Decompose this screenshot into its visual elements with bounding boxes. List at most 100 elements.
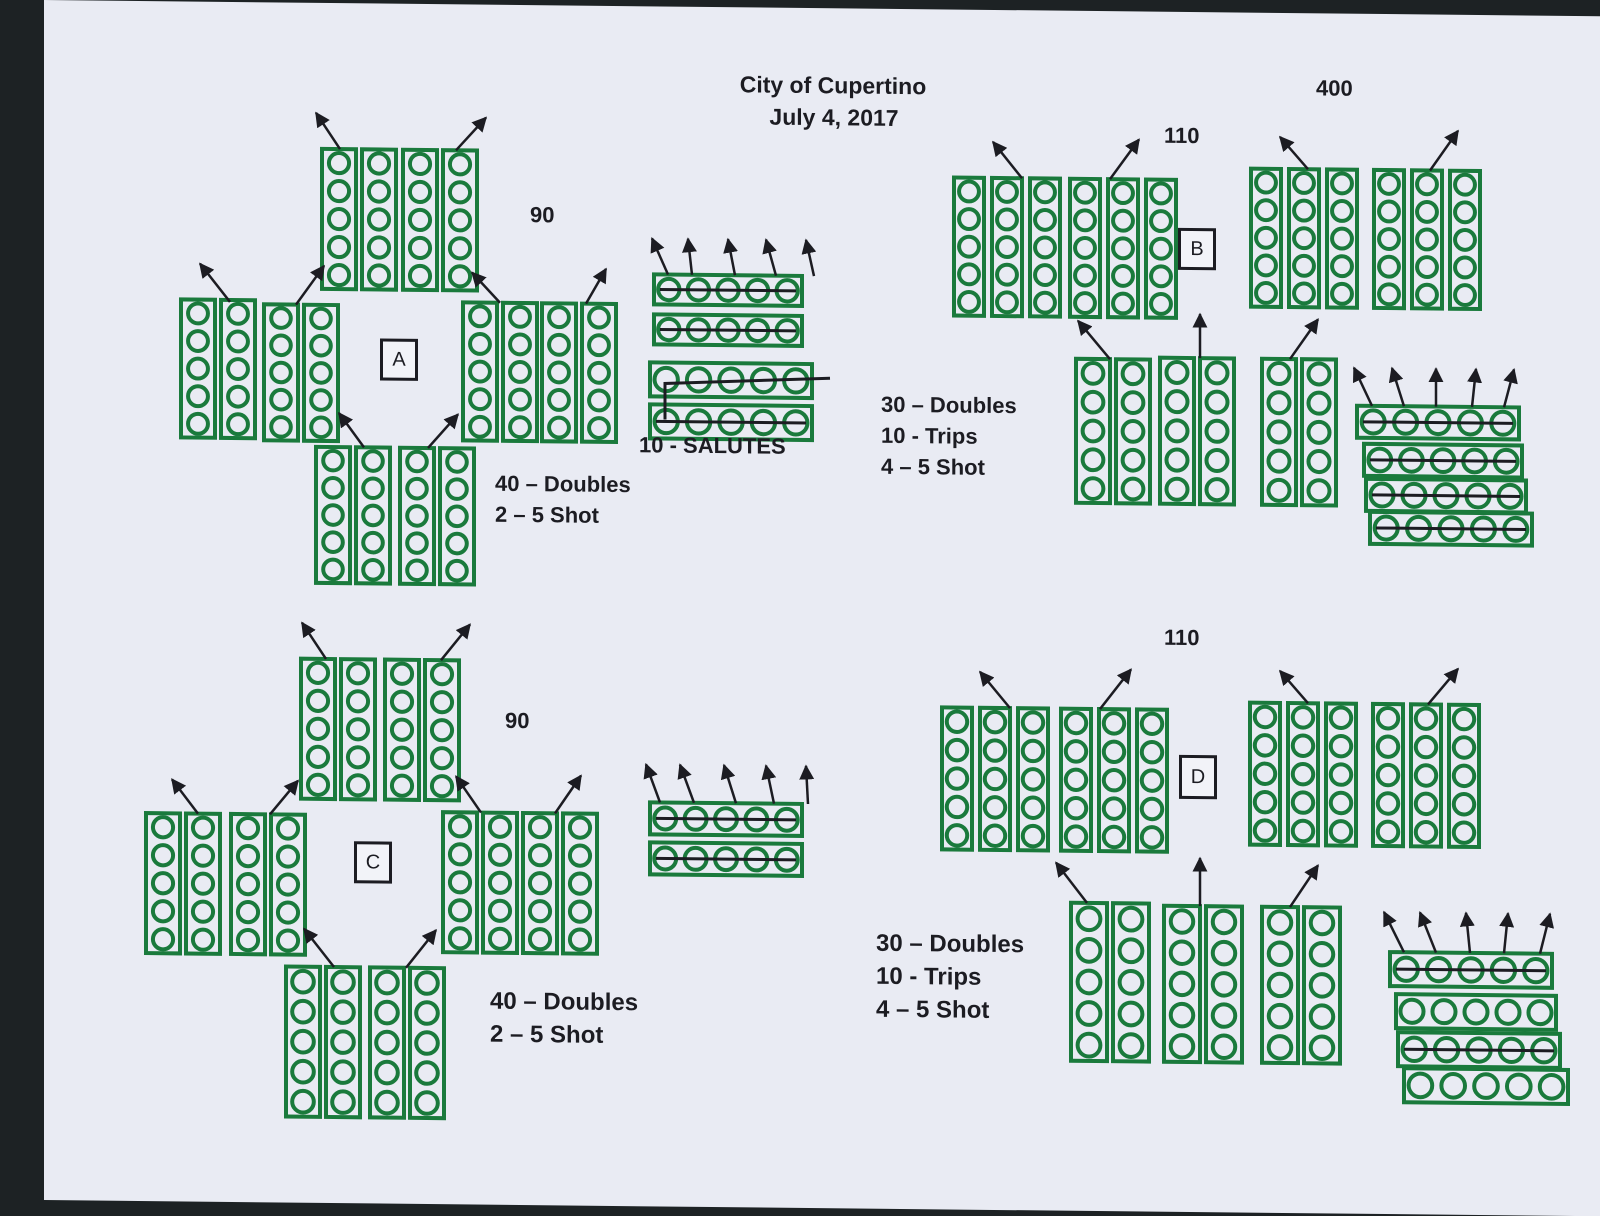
tube-circle xyxy=(1080,418,1106,444)
tube-circle xyxy=(290,1088,316,1115)
tube-circle xyxy=(1453,283,1477,308)
tube-circle xyxy=(366,235,392,260)
arrow-icon xyxy=(762,238,778,276)
tube-circle xyxy=(321,476,345,500)
tube-column-frame xyxy=(1114,357,1152,506)
tube-circle xyxy=(1204,477,1230,503)
arrow-icon xyxy=(455,116,488,152)
tube-circle xyxy=(567,815,593,840)
tube-circle xyxy=(1149,181,1173,206)
tube-circle xyxy=(944,794,970,820)
tube-column-frame xyxy=(952,175,986,318)
tube-circle xyxy=(1020,710,1046,735)
arrow-icon xyxy=(1382,910,1406,953)
arrow-icon xyxy=(1279,669,1309,705)
tube-circle xyxy=(429,662,455,687)
tube-circle xyxy=(1080,389,1106,415)
tube-circle xyxy=(389,717,415,742)
section-b-spec: 30 – Doubles 10 - Trips 4 – 5 Shot xyxy=(881,389,1017,483)
tube-circle xyxy=(1415,199,1439,224)
fuse-line xyxy=(1396,967,1546,973)
tube-column-frame xyxy=(269,812,307,957)
tube-column-frame xyxy=(219,297,257,441)
section-d-spec-line-2: 10 - Trips xyxy=(876,962,982,991)
tube-circle xyxy=(414,970,440,996)
tube-circle xyxy=(1406,1071,1435,1100)
tube-circle xyxy=(1073,291,1097,316)
tube-circle xyxy=(447,870,473,895)
tube-column-frame xyxy=(1074,356,1112,506)
tube-column xyxy=(1016,706,1050,853)
tube-circle xyxy=(235,928,261,953)
tube-circle xyxy=(468,414,492,439)
tube-circle xyxy=(407,207,433,233)
arrow-icon xyxy=(1288,318,1320,360)
section-d-spec: 30 – Doubles 10 - Trips 4 – 5 Shot xyxy=(876,927,1024,1028)
tube-circle xyxy=(1266,909,1294,936)
tube-circle xyxy=(1292,253,1316,278)
tube-column-frame xyxy=(441,148,479,293)
tube-circle xyxy=(1377,282,1401,307)
tube-circle xyxy=(1063,795,1089,821)
tube-circle xyxy=(447,180,473,205)
tube-circle xyxy=(326,179,352,204)
tube-circle xyxy=(547,360,571,385)
tube-circle xyxy=(275,816,301,841)
tube-circle xyxy=(330,969,356,995)
tube-circle xyxy=(1290,790,1316,815)
tube-circle xyxy=(1254,170,1278,195)
tube-circle xyxy=(1413,820,1439,845)
tube-circle xyxy=(226,412,250,437)
tube-circle xyxy=(290,1028,316,1055)
tube-circle xyxy=(957,234,981,259)
tube-circle xyxy=(547,305,571,330)
tube-circle xyxy=(374,969,400,996)
section-c-count: 90 xyxy=(505,707,530,734)
tube-circle xyxy=(186,301,210,326)
tube-column xyxy=(561,811,599,956)
tube-circle xyxy=(1330,199,1354,223)
tube-column xyxy=(978,705,1012,853)
tube-circle xyxy=(226,357,250,381)
tube-circle xyxy=(269,415,293,439)
arrow-icon xyxy=(1352,366,1374,407)
tube-column xyxy=(383,657,421,802)
tube-circle xyxy=(190,871,216,896)
arrow-icon xyxy=(405,928,437,969)
tube-circle xyxy=(1377,199,1401,224)
arrow-icon xyxy=(1418,911,1438,954)
tube-circle xyxy=(1254,281,1278,305)
tube-circle xyxy=(587,360,611,385)
tube-circle xyxy=(547,332,571,357)
tube-column-frame xyxy=(383,657,421,802)
tube-circle xyxy=(1451,792,1477,817)
tube-circle xyxy=(1117,937,1145,965)
tube-row xyxy=(648,402,814,443)
tube-column-frame xyxy=(1144,177,1178,320)
tube-circle xyxy=(1204,360,1230,386)
tube-circle xyxy=(1168,1033,1196,1060)
tube-circle xyxy=(269,387,293,412)
tube-circle xyxy=(587,416,611,440)
tube-circle xyxy=(1377,171,1401,196)
tube-circle xyxy=(1266,477,1292,503)
tube-column-frame xyxy=(360,147,398,292)
arrow-icon xyxy=(337,411,366,449)
tube-circle xyxy=(1111,208,1135,233)
tube-circle xyxy=(995,179,1019,204)
section-c-spec-line-2: 2 – 5 Shot xyxy=(490,1020,604,1049)
tube-column-frame xyxy=(1260,904,1300,1066)
tube-column xyxy=(1410,168,1444,311)
section-c-spec: 40 – Doubles 2 – 5 Shot xyxy=(490,985,638,1053)
tube-circle xyxy=(1101,796,1127,821)
tube-circle xyxy=(445,531,469,556)
tube-circle xyxy=(361,558,385,582)
tube-circle xyxy=(1111,263,1135,288)
tube-circle xyxy=(1080,447,1106,473)
tube-row xyxy=(652,312,804,348)
arrow-icon xyxy=(199,262,231,303)
tube-circle xyxy=(1290,761,1316,787)
section-d-box: D xyxy=(1179,754,1217,800)
tube-circle xyxy=(1330,254,1354,279)
tube-column xyxy=(184,811,222,956)
